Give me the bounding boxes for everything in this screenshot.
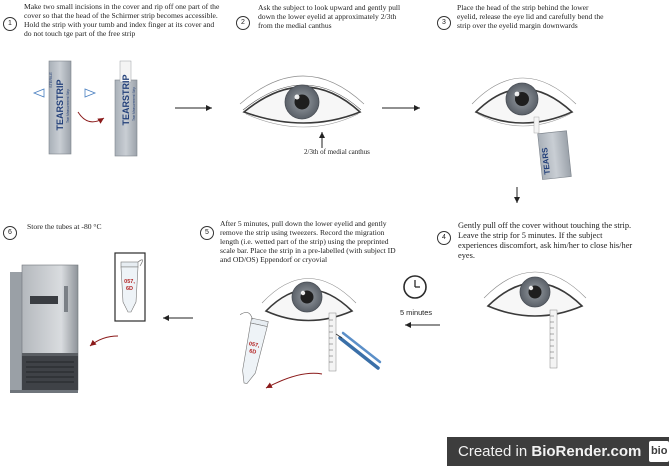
biorender-credit[interactable]: Created in BioRender.com bio [447,437,669,466]
eye-illustration-step4 [483,271,587,369]
step-5-text: After 5 minutes, pull down the lower eye… [220,219,396,265]
strip-brand-text: TEARSTRIP [55,79,65,130]
eye-illustration-step5 [261,278,357,372]
tweezers-icon [335,331,382,370]
storage-tube-label-line2: 6D [126,286,133,292]
step-6-text: Store the tubes at -80 °C [27,222,102,231]
transfer-arrow-icon [265,372,323,389]
biorender-credit-text: Created in BioRender.com [458,443,641,460]
clock-icon [403,275,427,299]
incision-marker-right-icon [84,88,97,98]
timer-label: 5 minutes [400,308,433,317]
eye-illustration-step3: TEARS [471,77,577,180]
step-3-text: Place the head of the strip behind the l… [457,3,604,31]
step-number-3: 3 [437,16,451,30]
rip-arrow-icon [77,111,105,124]
strip-subtitle-text: Tear Measurement Strip [66,89,70,123]
strip-small-text: TEARS [540,146,552,175]
strip-package-opened: TEARSTRIP Tear Measurement Strip [114,60,138,157]
step-2-text: Ask the subject to look upward and gentl… [258,3,401,31]
strip-subtitle-text-2: Tear Measurement Strip [132,87,136,121]
step-number-2: 2 [236,16,250,30]
step-number-5: 5 [200,226,214,240]
biorender-logo-icon: bio [649,441,669,462]
credit-name: BioRender.com [531,443,642,460]
step-1-text: Make two small incisions in the cover an… [24,2,220,39]
credit-prefix: Created in [458,443,532,460]
incision-marker-left-icon [32,88,45,98]
eye-illustration-step2 [239,75,365,128]
storage-arrow-icon [89,335,119,347]
tube-label-line1: 057, [248,341,260,349]
canthus-label: 2/3th of medial canthus [304,148,370,156]
strip-package-closed: TEARSTRIP STERILE Tear Measurement Strip [48,60,72,155]
strip-sterile-text: STERILE [49,72,53,88]
step-number-4: 4 [437,231,451,245]
tube-label-line2: 6D [249,348,257,355]
step-4-text: Gently pull off the cover without touchi… [458,221,633,260]
storage-tube-icon: 057, 6D [120,259,143,313]
step-number-6: 6 [3,226,17,240]
storage-tube-label-line1: 057, [124,279,135,285]
cryovial-icon: 057, 6D [239,312,269,384]
step-number-1: 1 [3,17,17,31]
strip-brand-text-2: TEARSTRIP [121,74,131,125]
freezer-icon [10,264,79,393]
